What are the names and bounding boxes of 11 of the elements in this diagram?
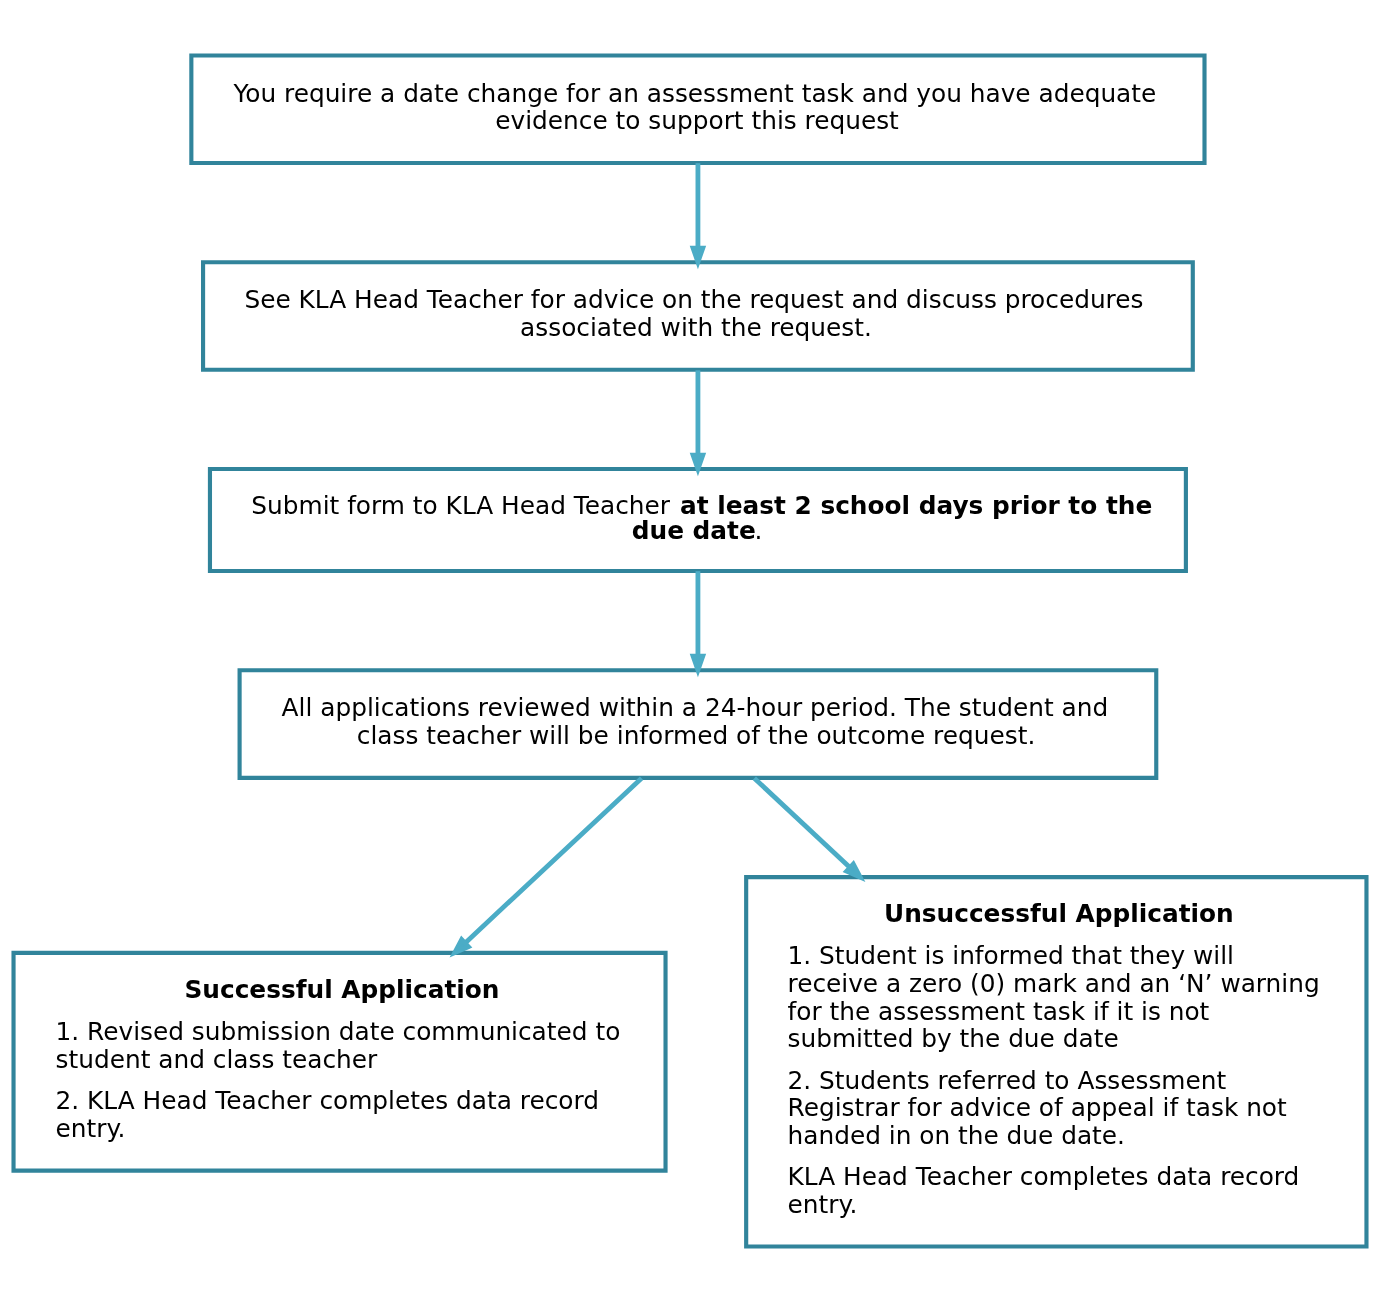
- arrow: [689, 570, 707, 677]
- node-box: Submit form to KLA Head Teacher at least 2 school days prior to the due date.: [207, 466, 1188, 573]
- node-box: You require a date change for an assessment task and you have adequate evidence to support this request: [189, 52, 1207, 165]
- node-box: All applications reviewed within a 24-hour period. The student and class teacher will be informed of the outcome request.: [237, 667, 1159, 780]
- node-box: Successful Application 1. Revised submission date communicated to student and class teacher 2. KLA Head Teacher completes data record entry.: [11, 950, 668, 1173]
- arrow: [689, 162, 707, 269]
- arrow: [689, 369, 707, 476]
- arrow: [449, 775, 644, 958]
- arrow: [752, 775, 866, 882]
- node-box: Unsuccessful Application 1. Student is informed that they will receive a zero (0) mark and an ‘N’ warning for the assessment task if it is not submitted by the due date 2. Students referred to Assessment Registrar for advice of appeal if task not handed in on the due date. KLA Head Teacher completes data record entry.: [744, 874, 1369, 1249]
- node-box: See KLA Head Teacher for advice on the request and discuss procedures associated with the request.: [201, 259, 1195, 372]
